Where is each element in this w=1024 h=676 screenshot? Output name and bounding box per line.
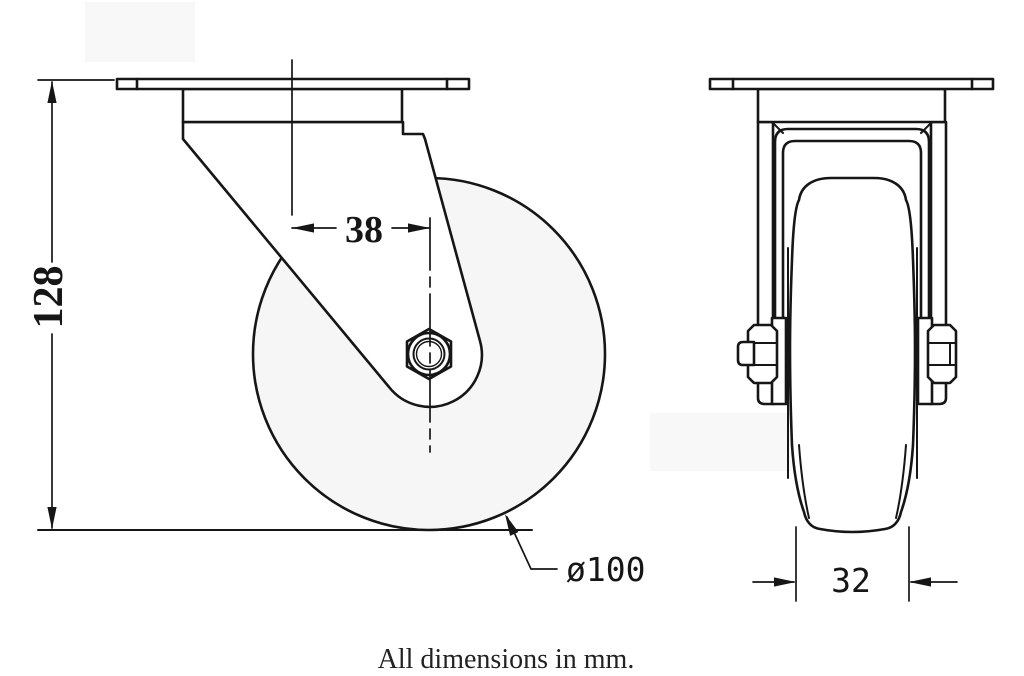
fork-crown-inner [781, 139, 923, 324]
mounting-plate [708, 77, 995, 91]
fork-crown-outer [773, 127, 931, 334]
axle-nut-side [736, 323, 779, 385]
arrow-right-icon [774, 577, 796, 587]
front-view [708, 77, 995, 534]
crown-gusset-line [920, 123, 931, 134]
dimension-label-height: 128 [26, 266, 72, 329]
dimension-overall-height: 128 [26, 81, 72, 529]
mounting-plate [115, 77, 471, 91]
crown-gusset-line [773, 123, 784, 134]
dimension-label-diameter: ø100 [566, 550, 645, 589]
dimension-label-offset: 38 [345, 209, 383, 251]
axle-hex-nut [405, 327, 453, 381]
arrow-leader-icon [500, 512, 519, 536]
arrow-up-icon [47, 81, 57, 103]
swivel-fork [181, 120, 484, 409]
side-view [115, 59, 607, 532]
leader-wheel-diameter: ø100 [500, 512, 645, 589]
hex-nut-profile [746, 323, 779, 385]
arrow-left-icon [909, 577, 931, 587]
leader-line [506, 516, 558, 570]
scan-artifact-patch [85, 2, 195, 62]
arrow-down-icon [47, 507, 57, 529]
dimension-label-width: 32 [831, 561, 871, 600]
swivel-housing [756, 87, 947, 124]
tread-sidewall-line [798, 444, 810, 519]
units-note: All dimensions in mm. [378, 644, 635, 675]
dimension-wheel-width: 32 [752, 526, 958, 602]
axle-thread-circle [415, 340, 443, 368]
wheel-front-profile [788, 176, 917, 534]
axle-thread-tip [736, 340, 756, 367]
axle-bore-circle [412, 337, 446, 371]
dimension-swivel-offset: 38 [291, 209, 431, 251]
axle-bolt-head [926, 323, 958, 385]
hex-head-profile [926, 323, 958, 385]
tread-sidewall-line [895, 444, 907, 519]
